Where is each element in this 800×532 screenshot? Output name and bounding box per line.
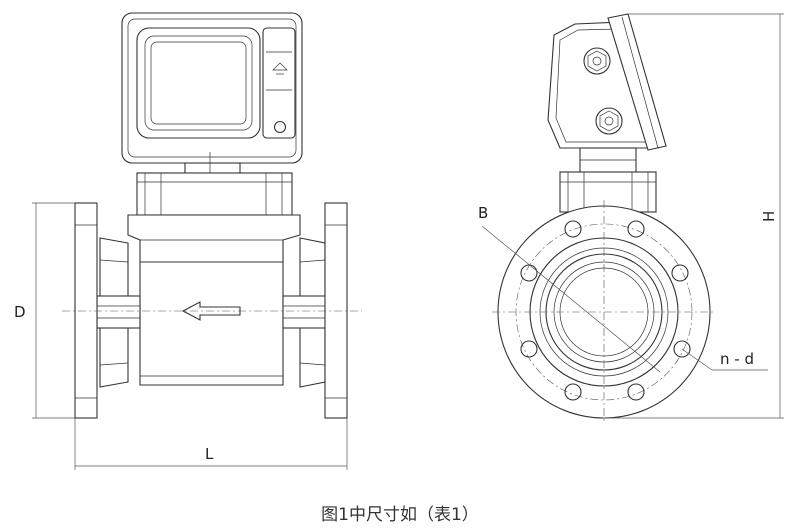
- side-flange: [492, 200, 716, 424]
- left-flange: [74, 202, 141, 419]
- dimension-l: L: [74, 418, 348, 470]
- bolt-holes: [520, 220, 691, 401]
- dimension-b: B: [478, 204, 661, 373]
- side-connector: [559, 171, 657, 213]
- side-view: B n - d H: [478, 13, 784, 424]
- label-b: B: [478, 204, 488, 222]
- label-d: D: [14, 303, 26, 321]
- dimension-h: H: [604, 13, 784, 419]
- cable-gland-icon: [583, 47, 611, 75]
- main-body: [127, 214, 301, 386]
- button-icon: [273, 120, 287, 134]
- front-view: D L: [14, 12, 362, 470]
- display-head: [121, 12, 303, 176]
- label-nd: n - d: [720, 350, 754, 368]
- dimension-nd: n - d: [681, 348, 768, 371]
- right-flange: [282, 202, 348, 419]
- dimension-d: D: [14, 202, 75, 419]
- arrow-up-icon: [272, 62, 288, 71]
- label-l: L: [205, 445, 214, 463]
- label-h: H: [760, 211, 778, 222]
- side-display-head: [547, 13, 667, 175]
- cable-gland-icon: [595, 107, 623, 135]
- upper-connector: [136, 172, 293, 216]
- figure-caption: 图1中尺寸如（表1）: [321, 505, 479, 525]
